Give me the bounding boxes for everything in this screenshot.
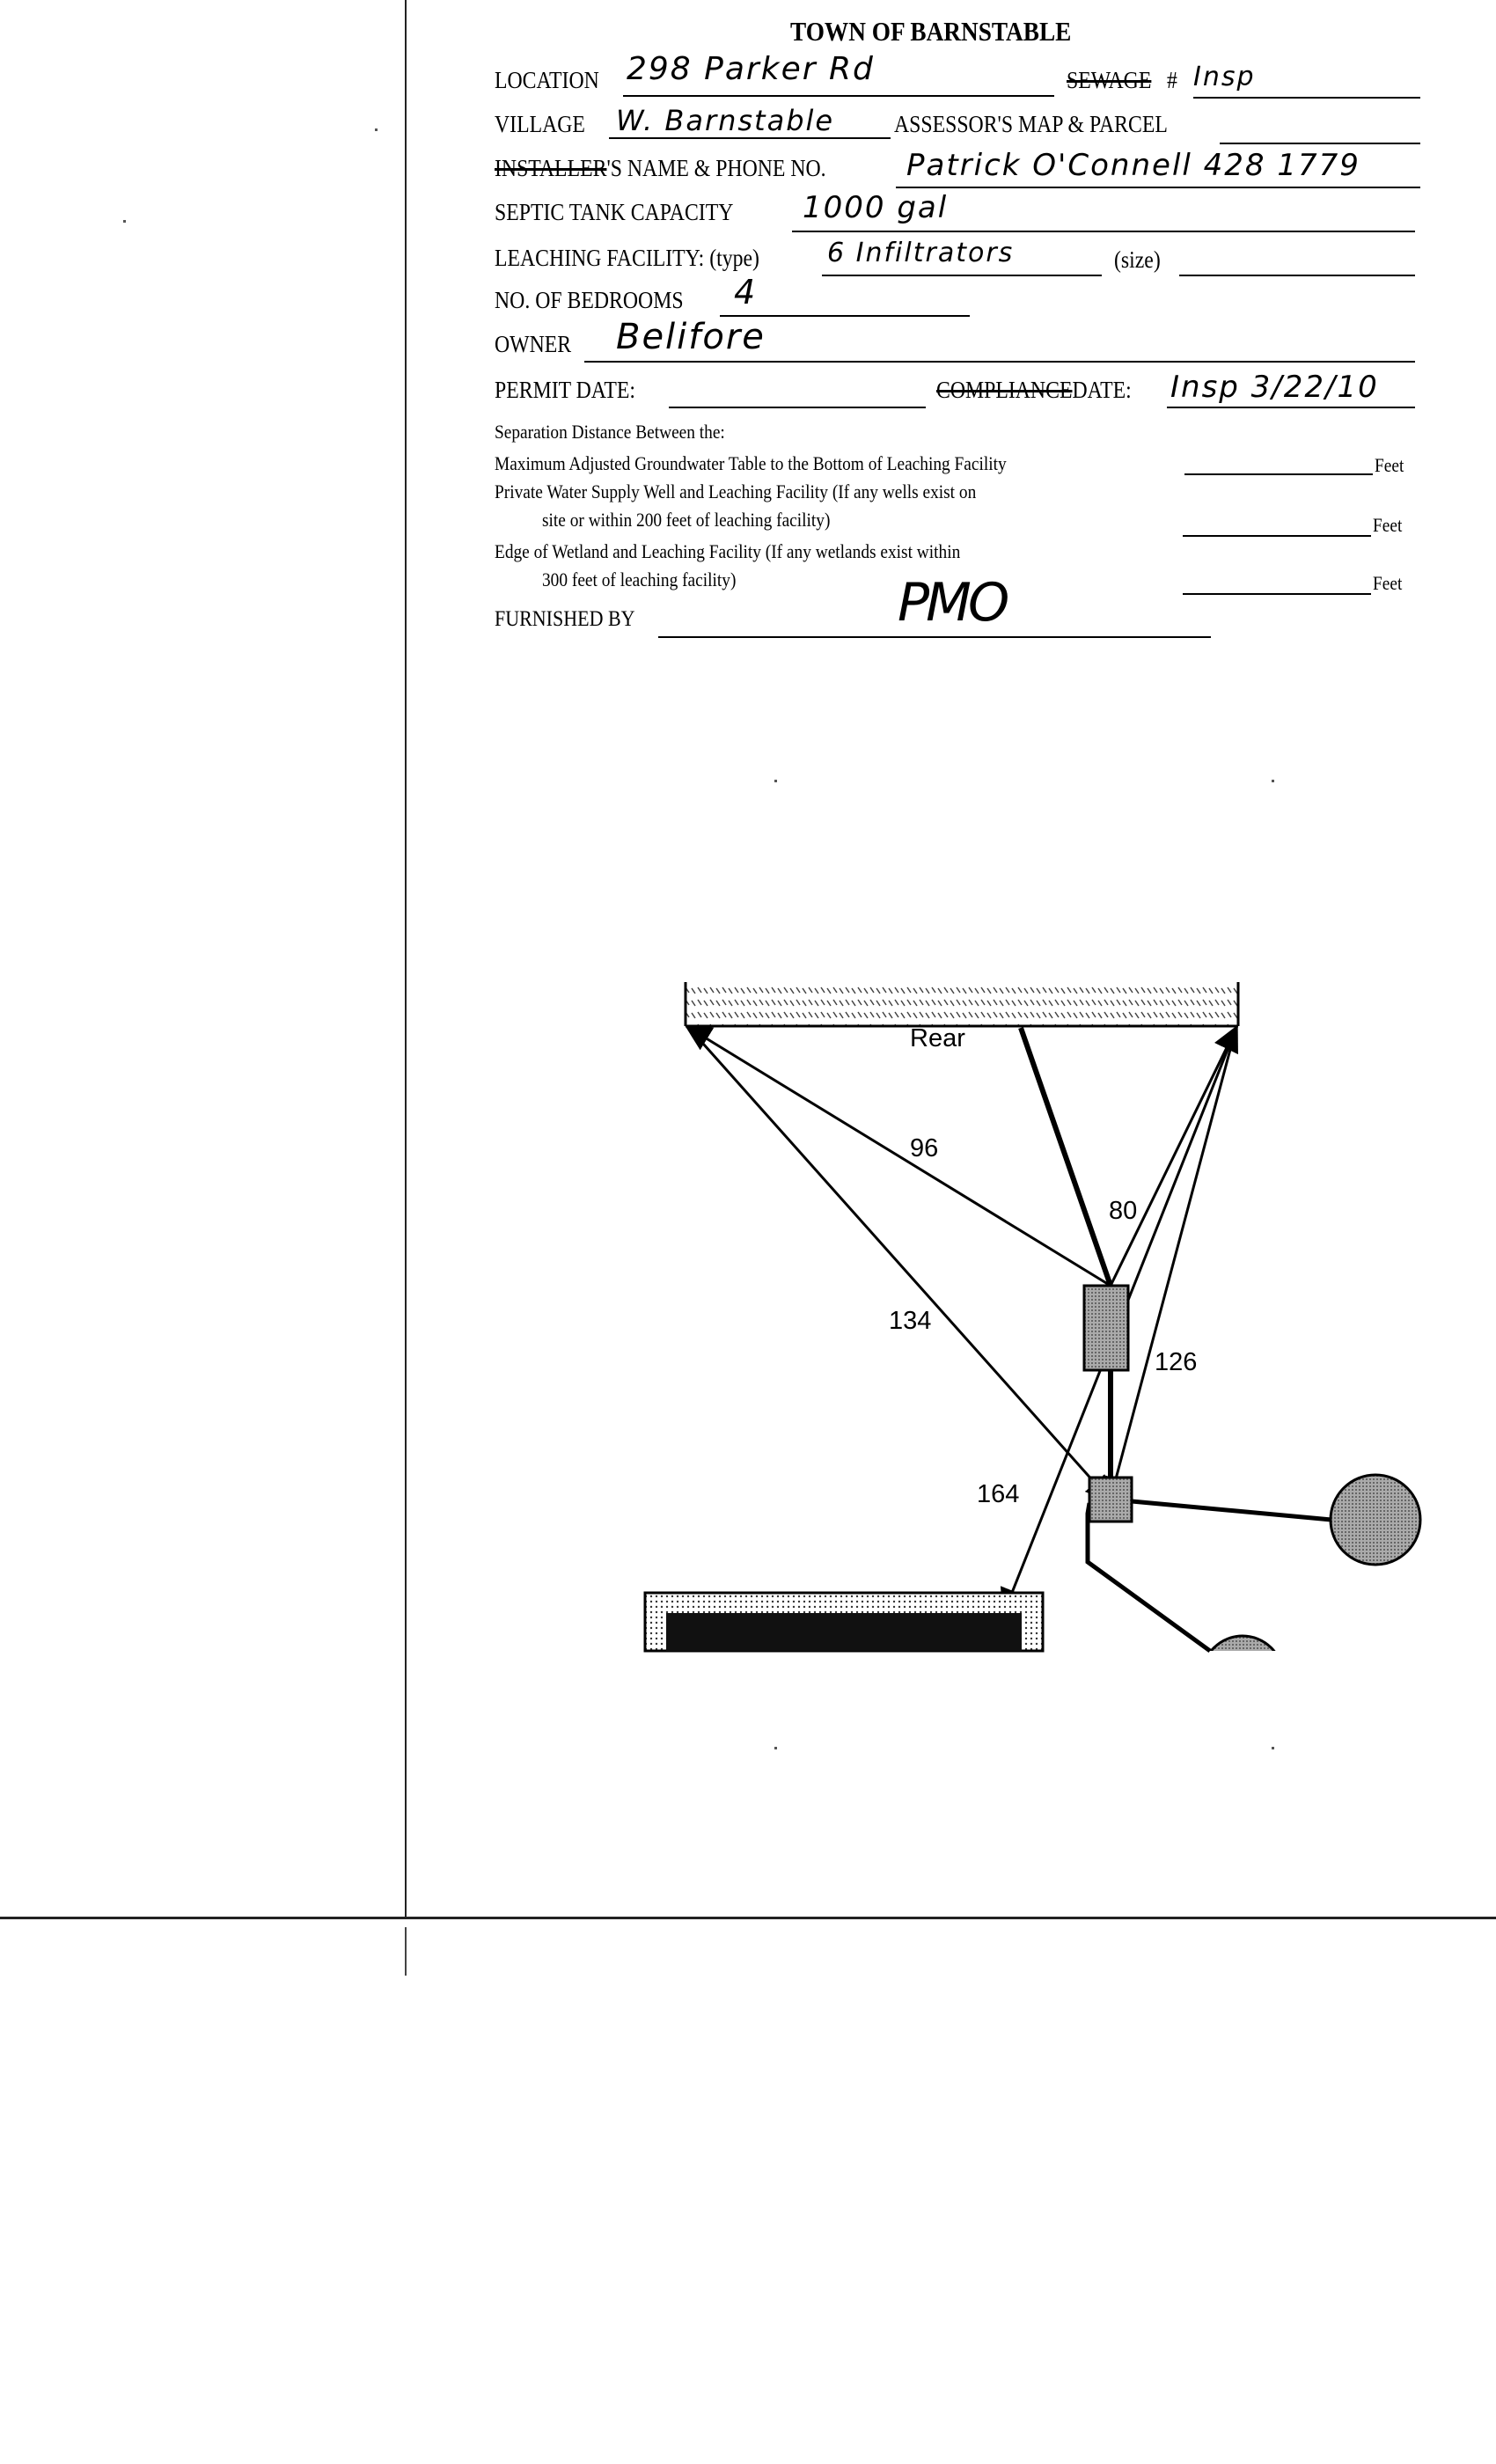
pipe-dbox-to-field <box>1085 1502 1212 1654</box>
location-line <box>623 95 1054 97</box>
distance-label-164: 164 <box>977 1480 1019 1508</box>
leaching-field <box>643 1591 1045 1653</box>
furnished-signature: PMO <box>898 572 1009 634</box>
well-feet-line <box>1183 535 1371 537</box>
installer-label: INSTALLER'S NAME & PHONE NO. <box>495 155 826 182</box>
scan-speck <box>774 1747 777 1749</box>
wetland-feet-line <box>1183 593 1371 595</box>
well-circle <box>1329 1473 1422 1566</box>
size-label: (size) <box>1114 246 1161 273</box>
distance-line-96 <box>684 1024 1111 1287</box>
septic-value: 1000 gal <box>803 190 949 225</box>
bedrooms-value: 4 <box>734 273 758 312</box>
date-label: DATE: <box>1072 377 1132 403</box>
bedrooms-label: NO. OF BEDROOMS <box>495 287 684 313</box>
leaching-label: LEACHING FACILITY: (type) <box>495 245 759 271</box>
wetland-feet: Feet <box>1373 572 1403 594</box>
pipe-dbox-to-well <box>1131 1499 1332 1522</box>
distance-line-134 <box>687 1027 1112 1503</box>
installer-struck: INSTALLER <box>495 155 607 181</box>
pipe-house-to-tank <box>1018 1027 1113 1287</box>
installer-line <box>896 187 1420 188</box>
location-label: LOCATION <box>495 67 599 93</box>
installer-value: Patrick O'Connell 428 1779 <box>906 148 1360 183</box>
house-rear-wall <box>684 982 1240 1028</box>
septic-label: SEPTIC TANK CAPACITY <box>495 199 734 225</box>
separation-well-1: Private Water Supply Well and Leaching F… <box>495 480 977 502</box>
permit-date-label: PERMIT DATE: <box>495 377 635 403</box>
groundwater-feet: Feet <box>1375 454 1404 476</box>
distance-label-134: 134 <box>889 1307 931 1335</box>
compliance-struck: COMPLIANCE <box>936 377 1073 403</box>
separation-groundwater: Maximum Adjusted Groundwater Table to th… <box>495 452 1007 474</box>
distance-line-80 <box>1109 1024 1238 1287</box>
sewage-value: Insp <box>1193 62 1256 92</box>
distance-label-80: 80 <box>1109 1197 1137 1225</box>
bedrooms-line <box>720 315 970 317</box>
septic-line <box>792 231 1415 232</box>
form-title: TOWN OF BARNSTABLE <box>790 16 1072 47</box>
scan-speck <box>123 220 126 223</box>
scan-speck <box>375 128 378 131</box>
owner-label: OWNER <box>495 331 572 357</box>
village-value: W. Barnstable <box>616 104 835 137</box>
margin-line <box>405 0 407 1918</box>
separation-well-2: site or within 200 feet of leaching faci… <box>542 509 831 531</box>
leaching-line <box>822 275 1102 276</box>
village-line <box>609 137 891 139</box>
installer-label-rest: 'S NAME & PHONE NO. <box>606 155 826 181</box>
rear-label: Rear <box>910 1024 965 1052</box>
size-line <box>1179 275 1415 276</box>
separation-wetland-1: Edge of Wetland and Leaching Facility (I… <box>495 540 961 562</box>
owner-value: Belifore <box>616 317 766 357</box>
compliance-value: Insp 3/22/10 <box>1170 370 1379 405</box>
sewage-label: SEWAGE <box>1067 67 1152 93</box>
separation-heading: Separation Distance Between the: <box>495 421 725 443</box>
scan-speck <box>1272 1747 1274 1749</box>
septic-tank <box>1082 1284 1130 1372</box>
furnished-by-line <box>658 636 1211 638</box>
furnished-by-label: FURNISHED BY <box>495 607 635 631</box>
leaching-value: 6 Infiltrators <box>827 238 1015 268</box>
owner-line <box>584 361 1415 363</box>
margin-line-lower <box>405 1927 407 1976</box>
compliance-date-line <box>1167 407 1415 408</box>
distance-label-96: 96 <box>910 1134 938 1162</box>
permit-date-line <box>669 407 926 408</box>
distribution-box <box>1088 1476 1133 1523</box>
assessor-label: ASSESSOR'S MAP & PARCEL <box>894 111 1168 137</box>
separation-wetland-2: 300 feet of leaching facility) <box>542 568 737 590</box>
sewage-hash: # <box>1167 67 1177 93</box>
page-fold-line <box>0 1917 1496 1919</box>
scan-speck <box>774 780 777 782</box>
groundwater-feet-line <box>1184 473 1373 475</box>
location-value: 298 Parker Rd <box>627 51 875 87</box>
compliance-label: COMPLIANCEDATE: <box>936 377 1132 404</box>
distance-label-126: 126 <box>1155 1348 1197 1376</box>
distance-line-126 <box>1103 1029 1237 1504</box>
assessor-line <box>1220 143 1420 144</box>
scan-speck <box>1272 780 1274 782</box>
sewage-line <box>1193 97 1420 99</box>
village-label: VILLAGE <box>495 111 585 137</box>
well-feet: Feet <box>1373 514 1403 536</box>
partial-circle <box>1209 1634 1276 1651</box>
